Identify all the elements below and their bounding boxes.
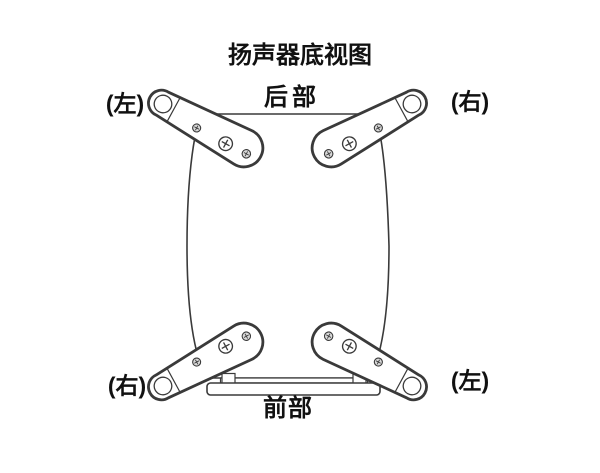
base-tab-left (221, 372, 236, 385)
front-base-assembly (206, 372, 381, 396)
base-bar (206, 382, 381, 396)
rear-label: 后部 (264, 84, 320, 111)
front-label: 前部 (263, 395, 313, 422)
diagram-title: 扬声器底视图 (228, 42, 372, 69)
corner-label-top-left: (左) (105, 90, 145, 117)
corner-label-bottom-left: (右) (107, 372, 147, 399)
corner-label-top-right: (右) (450, 88, 490, 115)
corner-label-bottom-right: (左) (450, 367, 490, 394)
